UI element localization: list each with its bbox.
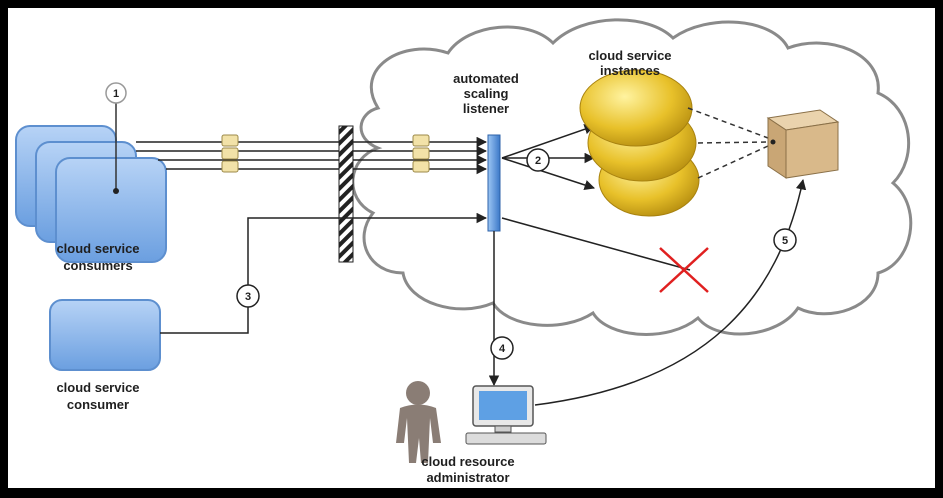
administrator-person-icon (396, 381, 441, 463)
message-envelopes-right (412, 134, 430, 173)
instances-label-line2: instances (600, 63, 660, 78)
admin-label-line2: administrator (426, 470, 509, 485)
automated-scaling-diagram: cloud service consumers 1 cloud service … (8, 8, 935, 488)
listener-label-line2: scaling (464, 86, 509, 101)
step1-dot (113, 188, 119, 194)
step1-number: 1 (113, 88, 119, 100)
cloud-service-consumers (15, 125, 167, 263)
rejected-mark-icon (659, 247, 709, 293)
rejected-request-line (501, 217, 691, 271)
step3-badge (236, 284, 260, 308)
step2-badge (526, 148, 550, 172)
administrator-computer-icon (465, 385, 547, 445)
step3-number: 3 (245, 291, 251, 303)
step4-number: 4 (499, 343, 506, 355)
consumers-label-line2: consumers (63, 258, 132, 273)
instances-label-line1: cloud service (588, 48, 671, 63)
listener-label-line3: listener (463, 101, 509, 116)
step1-badge (105, 82, 127, 104)
step5-curve (534, 178, 807, 406)
message-envelopes-left (221, 134, 239, 173)
step3-path (160, 212, 488, 334)
admin-label-line1: cloud resource (421, 454, 514, 469)
consumer-label-line1: cloud service (56, 380, 139, 395)
physical-server (766, 109, 840, 179)
consumer-label-line2: consumer (67, 397, 129, 412)
step2-number: 2 (535, 155, 541, 167)
cloud-service-instances (579, 69, 700, 217)
step5-number: 5 (782, 235, 788, 247)
instance-to-server-links (687, 107, 769, 179)
step5-badge (773, 228, 797, 252)
consumers-label-line1: cloud service (56, 241, 139, 256)
gateway-bar (338, 125, 354, 263)
step4-badge (490, 336, 514, 360)
automated-scaling-listener (487, 134, 501, 232)
listener-label-line1: automated (453, 71, 519, 86)
cloud-service-consumer (49, 299, 161, 371)
